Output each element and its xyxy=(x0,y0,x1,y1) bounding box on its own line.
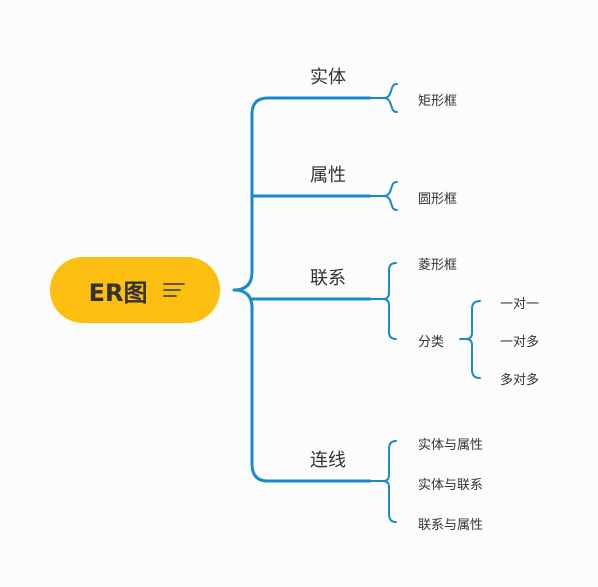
brace-connection xyxy=(369,440,397,523)
branch-label-relationship[interactable]: 联系 xyxy=(310,268,346,289)
brace-category xyxy=(459,300,481,379)
leaf-ellipse[interactable]: 圆形框 xyxy=(418,192,458,207)
root-label: ER图 xyxy=(88,278,148,307)
leaf-many-to-many[interactable]: 多对多 xyxy=(500,373,540,388)
main-brace xyxy=(232,96,288,483)
leaf-category[interactable]: 分类 xyxy=(418,335,445,350)
brace-entity xyxy=(369,83,398,113)
leaf-entity-relationship[interactable]: 实体与联系 xyxy=(418,478,484,493)
branch-label-connection[interactable]: 连线 xyxy=(310,450,346,471)
leaf-relationship-attribute[interactable]: 联系与属性 xyxy=(418,518,484,533)
leaf-entity-attribute[interactable]: 实体与属性 xyxy=(418,438,484,453)
notes-icon[interactable] xyxy=(163,282,186,298)
leaf-one-to-many[interactable]: 一对多 xyxy=(500,335,540,350)
leaf-one-to-one[interactable]: 一对一 xyxy=(500,297,540,312)
branch-label-entity[interactable]: 实体 xyxy=(310,67,346,88)
brace-attribute xyxy=(369,181,398,211)
branch-label-attribute[interactable]: 属性 xyxy=(310,165,346,186)
leaf-rectangle[interactable]: 矩形框 xyxy=(418,94,458,109)
leaf-diamond[interactable]: 菱形框 xyxy=(418,258,458,273)
brace-relationship xyxy=(369,262,397,340)
root-node[interactable]: ER图 xyxy=(50,257,220,323)
